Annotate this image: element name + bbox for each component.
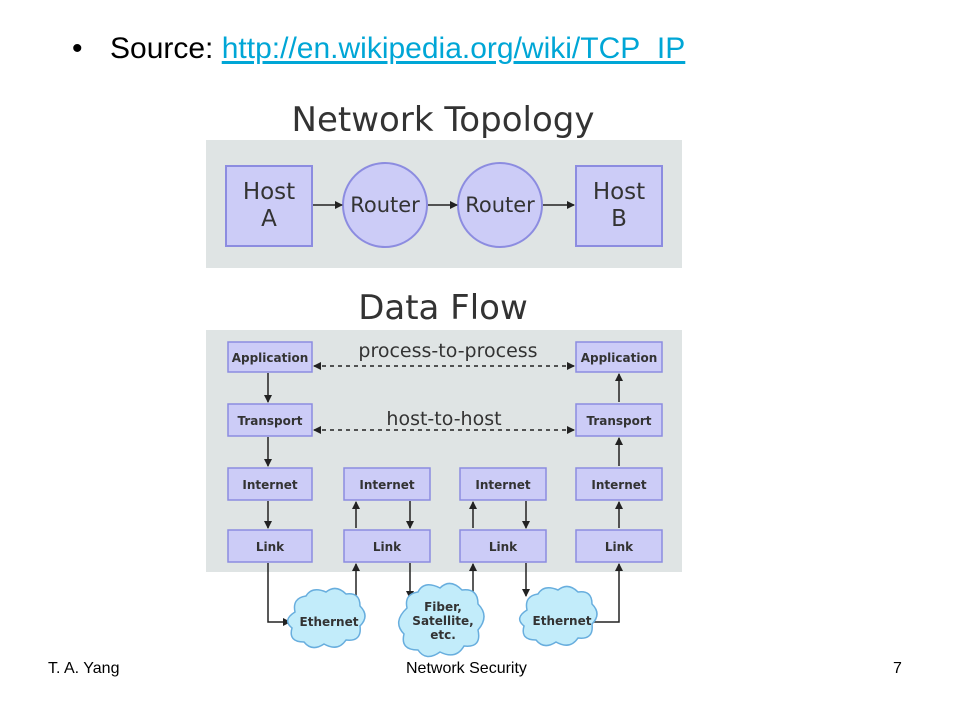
host-to-host-label: host-to-host: [386, 408, 501, 430]
layer-transport-left: Transport: [227, 403, 313, 437]
layer-link-router2-label: Link: [489, 540, 518, 554]
layer-internet-router2: Internet: [459, 467, 547, 501]
layer-link-left-label: Link: [256, 540, 285, 554]
fiber-satellite-cloud: Fiber, Satellite, etc.: [398, 582, 485, 658]
footer-course: Network Security: [406, 660, 527, 677]
layer-application-right-label: Application: [581, 351, 658, 365]
layer-transport-right: Transport: [575, 403, 663, 437]
process-to-process-label: process-to-process: [358, 340, 537, 362]
fiber-line1: Fiber,: [424, 600, 462, 614]
layer-internet-router1-label: Internet: [359, 478, 414, 492]
layer-link-router1: Link: [343, 529, 431, 563]
layer-link-right-label: Link: [605, 540, 634, 554]
layer-internet-left-label: Internet: [242, 478, 297, 492]
layer-transport-right-label: Transport: [586, 414, 651, 428]
host-a: Host A: [225, 165, 313, 247]
topology-title: Network Topology: [292, 100, 595, 140]
layer-application-left: Application: [227, 341, 313, 373]
host-a-line2: A: [261, 206, 277, 232]
router-1-label: Router: [350, 193, 420, 217]
bullet-dot-icon: •: [72, 32, 83, 65]
layer-link-router1-label: Link: [373, 540, 402, 554]
fiber-line3: etc.: [430, 628, 456, 642]
router-1: Router: [342, 162, 428, 248]
layer-application-left-label: Application: [232, 351, 309, 365]
router-2: Router: [457, 162, 543, 248]
layer-internet-left: Internet: [227, 467, 313, 501]
layer-internet-router1: Internet: [343, 467, 431, 501]
layer-internet-right: Internet: [575, 467, 663, 501]
source-bullet: • Source: http://en.wikipedia.org/wiki/TC…: [72, 32, 685, 66]
source-label: Source:: [110, 32, 214, 65]
host-a-line1: Host: [243, 179, 295, 205]
host-b-line2: B: [611, 206, 627, 232]
layer-transport-left-label: Transport: [237, 414, 302, 428]
footer-page-number: 7: [893, 660, 902, 677]
layer-internet-router2-label: Internet: [475, 478, 530, 492]
layer-link-left: Link: [227, 529, 313, 563]
dataflow-title: Data Flow: [358, 288, 528, 328]
ethernet-right-label: Ethernet: [533, 614, 592, 628]
layer-link-router2: Link: [459, 529, 547, 563]
ethernet-cloud-left: Ethernet: [286, 587, 366, 649]
layer-internet-right-label: Internet: [591, 478, 646, 492]
footer-author: T. A. Yang: [48, 660, 120, 677]
fiber-line2: Satellite,: [412, 614, 473, 628]
ethernet-left-label: Ethernet: [300, 615, 359, 629]
layer-application-right: Application: [575, 341, 663, 373]
ethernet-cloud-right: Ethernet: [518, 585, 598, 647]
router-2-label: Router: [465, 193, 535, 217]
flow-arrows: [264, 373, 623, 626]
source-link[interactable]: http://en.wikipedia.org/wiki/TCP_IP: [221, 32, 686, 65]
host-b: Host B: [575, 165, 663, 247]
layer-link-right: Link: [575, 529, 663, 563]
host-b-line1: Host: [593, 179, 645, 205]
